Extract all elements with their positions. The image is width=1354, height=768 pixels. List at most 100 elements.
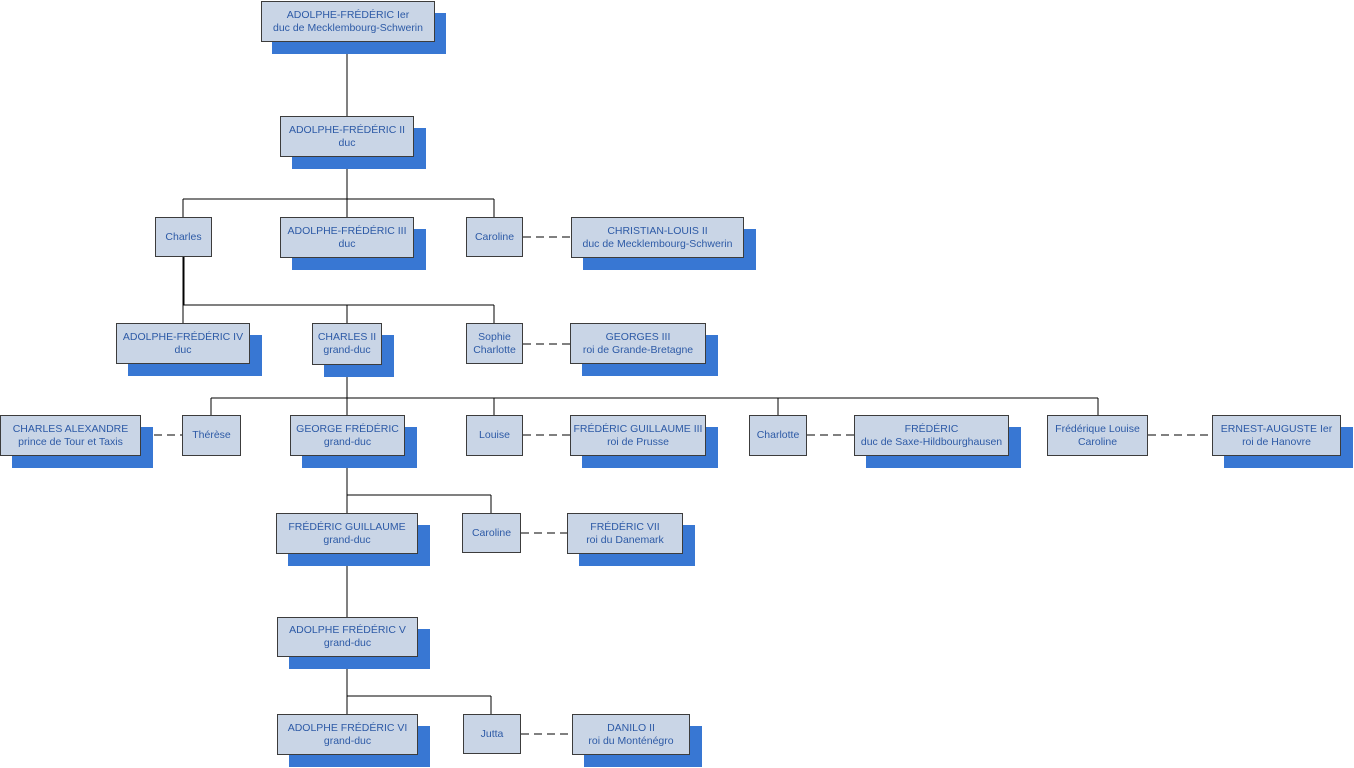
person-node[interactable]: Sophie Charlotte [466,323,523,364]
person-node[interactable]: ADOLPHE-FRÉDÉRIC IV duc [116,323,262,376]
person-name: FRÉDÉRIC VII [590,520,660,533]
node-box: CHARLES ALEXANDRE prince de Tour et Taxi… [0,415,141,456]
person-name: Frédérique Louise [1055,422,1140,435]
node-box: Caroline [462,513,521,553]
person-node[interactable]: FRÉDÉRIC duc de Saxe-Hildbourghausen [854,415,1021,468]
person-name: Charles [165,230,202,243]
person-node[interactable]: Charles [155,217,212,257]
person-node[interactable]: FRÉDÉRIC GUILLAUME grand-duc [276,513,430,566]
person-node[interactable]: CHARLES ALEXANDRE prince de Tour et Taxi… [0,415,153,468]
person-title: grand-duc [323,637,372,649]
person-node[interactable]: ADOLPHE-FRÉDÉRIC III duc [280,217,426,270]
person-name: ADOLPHE FRÉDÉRIC VI [287,721,408,734]
person-node[interactable]: Louise [466,415,523,456]
node-box: FRÉDÉRIC duc de Saxe-Hildbourghausen [854,415,1009,456]
person-title: grand-duc [323,533,371,546]
node-box: ADOLPHE FRÉDÉRIC VI grand-duc [277,714,418,755]
node-box: Thérèse [182,415,241,456]
node-box: ADOLPHE-FRÉDÉRIC Ier duc de Mecklembourg… [261,1,435,42]
person-name: FRÉDÉRIC [904,422,959,435]
person-name: FRÉDÉRIC GUILLAUME III [573,422,703,435]
person-node[interactable]: ADOLPHE-FRÉDÉRIC Ier duc de Mecklembourg… [261,1,446,54]
person-title: Caroline [1077,435,1118,448]
person-name: Sophie [478,330,511,343]
node-box: ADOLPHE-FRÉDÉRIC III duc [280,217,414,258]
person-name: ERNEST-AUGUSTE Ier [1220,422,1333,435]
node-box: Frédérique Louise Caroline [1047,415,1148,456]
descent-line [346,456,492,513]
person-title: Charlotte [473,343,516,356]
person-title: duc de Mecklembourg-Schwerin [582,237,733,250]
person-title: grand-duc [323,734,372,747]
person-title: duc de Mecklembourg-Schwerin [273,21,423,34]
person-name: ADOLPHE-FRÉDÉRIC III [287,224,407,237]
person-node[interactable]: ERNEST-AUGUSTE Ier roi de Hanovre [1212,415,1353,468]
person-name: ADOLPHE-FRÉDÉRIC Ier [286,8,410,21]
node-box: Sophie Charlotte [466,323,523,364]
person-title: duc de Saxe-Hildbourghausen [860,435,1003,448]
person-node[interactable]: ADOLPHE-FRÉDÉRIC II duc [280,116,426,169]
person-title: duc [338,136,356,149]
person-name: CHRISTIAN-LOUIS II [607,224,708,237]
person-name: ADOLPHE-FRÉDÉRIC II [288,123,406,136]
person-node[interactable]: ADOLPHE FRÉDÉRIC VI grand-duc [277,714,430,767]
node-box: Charlotte [749,415,807,456]
person-name: CHARLES II [317,331,377,343]
person-name: GEORGES III [605,330,671,343]
person-node[interactable]: Thérèse [182,415,241,456]
node-box: CHRISTIAN-LOUIS II duc de Mecklembourg-S… [571,217,744,258]
person-title: roi du Monténégro [588,734,674,747]
descent-line [346,657,492,714]
person-title: roi de Hanovre [1242,435,1311,448]
node-box: Jutta [463,714,521,754]
node-box: ADOLPHE-FRÉDÉRIC IV duc [116,323,250,364]
person-node[interactable]: GEORGES III roi de Grande-Bretagne [570,323,718,376]
person-node[interactable]: Caroline [466,217,523,257]
node-box: Louise [466,415,523,456]
node-box: FRÉDÉRIC VII roi du Danemark [567,513,683,554]
node-box: ERNEST-AUGUSTE Ier roi de Hanovre [1212,415,1341,456]
person-node[interactable]: ADOLPHE FRÉDÉRIC V grand-duc [277,617,430,669]
person-name: Charlotte [756,429,800,441]
person-node[interactable]: DANILO II roi du Monténégro [572,714,702,767]
node-box: FRÉDÉRIC GUILLAUME III roi de Prusse [570,415,706,456]
person-name: Thérèse [192,429,231,441]
node-box: DANILO II roi du Monténégro [572,714,690,755]
person-title: roi de Grande-Bretagne [582,343,694,356]
person-name: Jutta [480,727,504,740]
node-box: Caroline [466,217,523,257]
person-name: Caroline [474,230,515,243]
person-title: duc [338,237,356,250]
descent-line [210,365,1099,415]
person-node[interactable]: Frédérique Louise Caroline [1047,415,1148,456]
person-name: ADOLPHE FRÉDÉRIC V [289,624,406,636]
person-node[interactable]: CHARLES II grand-duc [312,323,394,377]
person-name: DANILO II [607,721,655,734]
descent-line [182,157,495,217]
person-node[interactable]: Jutta [463,714,521,754]
person-node[interactable]: CHRISTIAN-LOUIS II duc de Mecklembourg-S… [571,217,756,270]
person-node[interactable]: Caroline [462,513,521,553]
node-box: Charles [155,217,212,257]
node-box: FRÉDÉRIC GUILLAUME grand-duc [276,513,418,554]
person-name: GEORGE FRÉDÉRIC [296,422,399,435]
person-name: FRÉDÉRIC GUILLAUME [288,520,406,533]
person-title: grand-duc [323,435,372,448]
descent-line [182,257,495,323]
person-node[interactable]: Charlotte [749,415,807,456]
node-box: GEORGE FRÉDÉRIC grand-duc [290,415,405,456]
person-title: prince de Tour et Taxis [18,435,123,448]
person-node[interactable]: FRÉDÉRIC VII roi du Danemark [567,513,695,566]
node-box: CHARLES II grand-duc [312,323,382,365]
person-node[interactable]: GEORGE FRÉDÉRIC grand-duc [290,415,417,468]
person-name: Caroline [471,526,512,539]
person-title: grand-duc [323,344,371,356]
person-title: duc [174,343,192,356]
person-title: roi de Prusse [607,435,669,448]
node-box: GEORGES III roi de Grande-Bretagne [570,323,706,364]
person-name: ADOLPHE-FRÉDÉRIC IV [122,330,244,343]
person-title: roi du Danemark [586,533,664,546]
person-node[interactable]: FRÉDÉRIC GUILLAUME III roi de Prusse [570,415,718,468]
node-box: ADOLPHE FRÉDÉRIC V grand-duc [277,617,418,657]
